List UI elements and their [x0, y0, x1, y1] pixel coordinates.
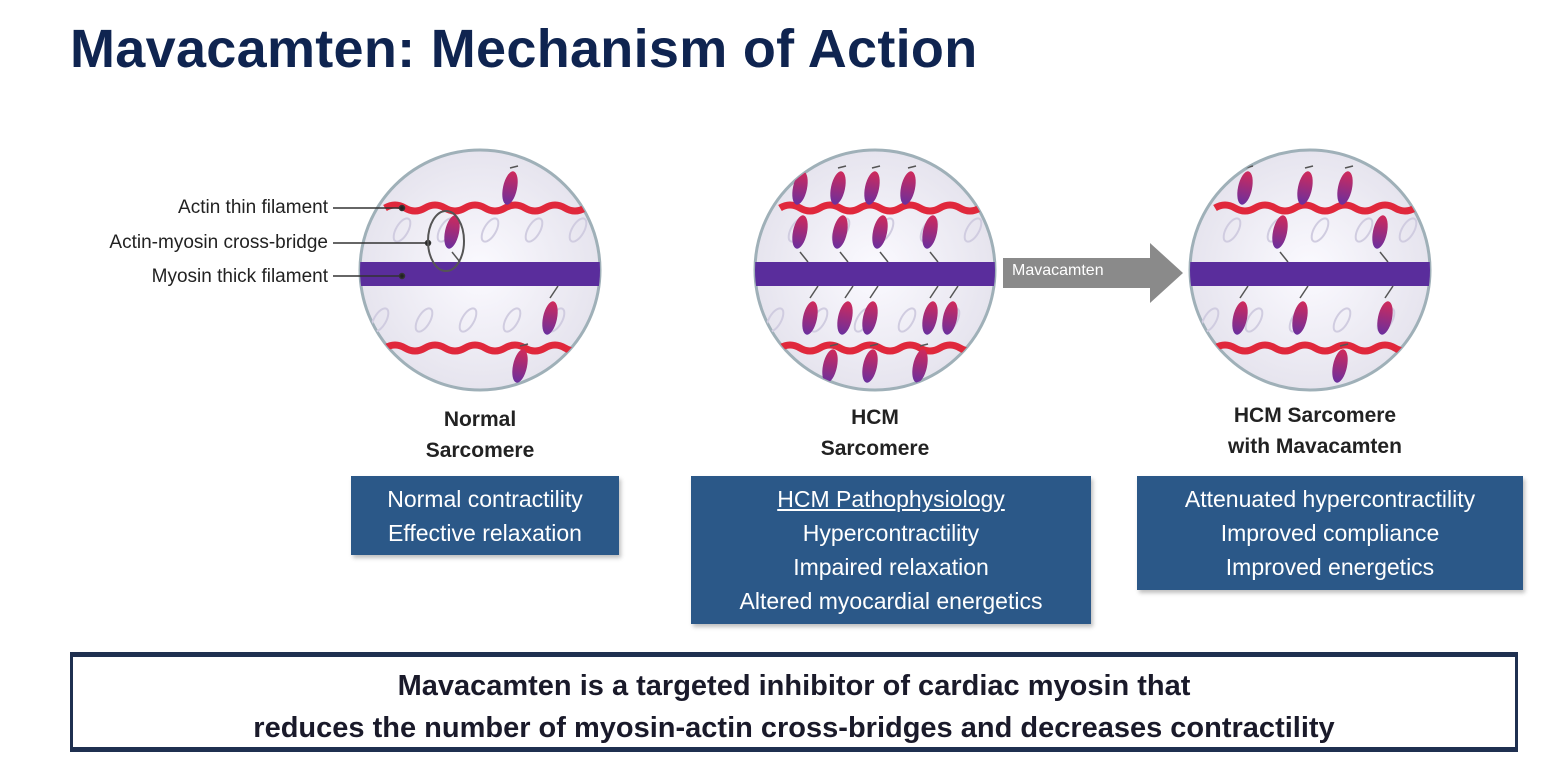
caption-hcm-mavacamten: HCM Sarcomere with Mavacamten — [1180, 400, 1450, 462]
actin-filament — [778, 201, 982, 215]
caption-line: HCM — [851, 406, 899, 429]
myosin-head — [1297, 171, 1313, 205]
myosin-head — [832, 215, 848, 249]
myosin-filament — [755, 262, 995, 286]
effect-item: Improved compliance — [1220, 520, 1440, 546]
effect-item: Attenuated hypercontractility — [1184, 486, 1476, 512]
myosin-head — [1337, 171, 1353, 205]
actin-filament — [1213, 341, 1417, 355]
myosin-head — [922, 301, 938, 335]
myosin-filament — [1190, 262, 1430, 286]
myosin-head — [942, 301, 958, 335]
hcm-effects-box: HCM Pathophysiology Hypercontractility I… — [691, 476, 1091, 624]
actin-filament — [383, 341, 587, 355]
caption-line: Sarcomere — [425, 439, 535, 462]
mavacamten-arrow — [1003, 243, 1183, 303]
myosin-head — [802, 301, 818, 335]
caption-normal: Normal Sarcomere — [380, 404, 580, 466]
label-actin-thin-filament: Actin thin filament — [178, 197, 328, 218]
myosin-head — [792, 215, 808, 249]
myosin-head — [900, 171, 916, 205]
myosin-head — [837, 301, 853, 335]
myosin-head — [830, 171, 846, 205]
actin-filament — [383, 201, 587, 215]
myosin-head — [864, 171, 880, 205]
myosin-head — [1237, 171, 1253, 205]
summary-line: Mavacamten is a targeted inhibitor of ca… — [397, 670, 1191, 702]
effect-item: Altered myocardial energetics — [739, 588, 1043, 614]
mavacamten-effects-box: Attenuated hypercontractility Improved c… — [1137, 476, 1523, 590]
actin-filament — [1213, 201, 1417, 215]
effect-item: Hypercontractility — [802, 520, 980, 546]
myosin-head — [862, 301, 878, 335]
myosin-head — [1332, 349, 1348, 383]
caption-line: with Mavacamten — [1228, 435, 1402, 458]
effect-item: Improved energetics — [1225, 554, 1435, 580]
hcm-sarcomere — [753, 148, 997, 392]
myosin-head — [444, 215, 460, 249]
myosin-head — [1292, 301, 1308, 335]
summary-line: reduces the number of myosin-actin cross… — [253, 712, 1335, 744]
caption-hcm: HCM Sarcomere — [775, 402, 975, 464]
myosin-head — [912, 349, 928, 383]
slide-title: Mavacamten: Mechanism of Action — [70, 19, 978, 79]
myosin-head — [512, 349, 528, 383]
caption-line: Sarcomere — [820, 437, 930, 460]
myosin-head — [1272, 215, 1288, 249]
myosin-head — [792, 171, 808, 205]
myosin-head — [1377, 301, 1393, 335]
actin-filament — [778, 341, 982, 355]
hcm-mavacamten-sarcomere — [1188, 148, 1432, 392]
caption-line: Normal — [443, 408, 517, 431]
myosin-head — [502, 171, 518, 205]
normal-effects-box: Normal contractility Effective relaxatio… — [351, 476, 619, 555]
arrow-label: Mavacamten — [1012, 262, 1104, 279]
caption-line: HCM Sarcomere — [1233, 404, 1397, 427]
myosin-head — [1232, 301, 1248, 335]
label-myosin-thick-filament: Myosin thick filament — [151, 266, 328, 287]
effect-item: Normal contractility — [387, 486, 583, 512]
effect-item: Effective relaxation — [388, 520, 582, 546]
myosin-head — [872, 215, 888, 249]
box-heading: HCM Pathophysiology — [777, 486, 1005, 512]
myosin-head — [822, 349, 838, 383]
myosin-head — [1372, 215, 1388, 249]
effect-item: Impaired relaxation — [793, 554, 989, 580]
label-leader-lines — [333, 204, 465, 280]
myosin-head — [542, 301, 558, 335]
myosin-head — [922, 215, 938, 249]
label-cross-bridge: Actin-myosin cross-bridge — [109, 232, 328, 253]
myosin-filament — [360, 262, 600, 286]
myosin-head — [862, 349, 878, 383]
normal-sarcomere — [358, 148, 602, 392]
summary-box: Mavacamten is a targeted inhibitor of ca… — [70, 652, 1518, 752]
